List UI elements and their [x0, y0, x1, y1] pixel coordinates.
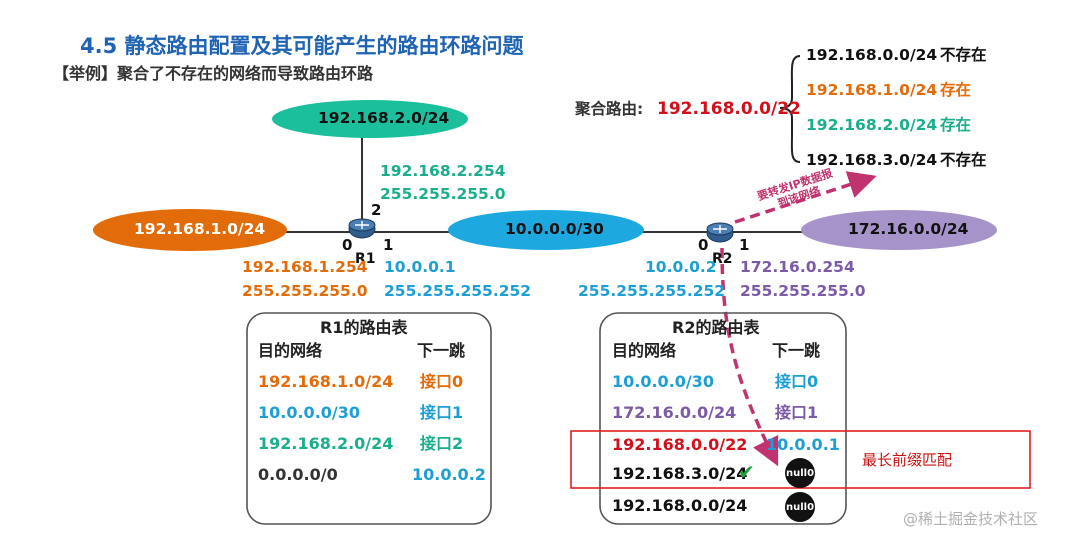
r2-row-dest: 192.168.0.0/22	[612, 435, 748, 454]
network-left-ellipse	[93, 209, 287, 251]
r1-if0-mask: 255.255.255.0	[242, 282, 368, 300]
r1-port-1: 1	[383, 236, 394, 254]
r1-if1-ip: 10.0.0.1	[384, 258, 456, 276]
aggregate-item-status: 不存在	[940, 151, 987, 169]
aggregate-item-net: 192.168.0.0/24	[806, 46, 938, 64]
aggregate-item-status: 存在	[940, 116, 972, 134]
page-title: 4.5 静态路由配置及其可能产生的路由环路问题	[80, 34, 524, 58]
r1-row-dest: 0.0.0.0/0	[258, 465, 338, 484]
r1-row-next: 接口0	[420, 372, 464, 391]
r1-if2-ip: 192.168.2.254	[380, 162, 506, 180]
r2-row-dest: 172.16.0.0/24	[612, 403, 737, 422]
r2-table-box	[599, 312, 847, 525]
page-subtitle: 【举例】聚合了不存在的网络而导致路由环路	[53, 64, 374, 83]
null0-icon: null0	[785, 492, 815, 522]
router-r1-icon	[348, 218, 376, 239]
r1-row-dest: 192.168.1.0/24	[258, 372, 394, 391]
aggregate-item-net: 192.168.2.0/24	[806, 116, 938, 134]
lpm-label: 最长前缀匹配	[862, 451, 953, 469]
r1-table-col-next: 下一跳	[417, 341, 466, 360]
r1-port-0: 0	[342, 236, 353, 254]
forward-arrow-down	[720, 247, 779, 467]
r2-row-next: 接口0	[775, 372, 819, 391]
aggregate-item-net: 192.168.3.0/24	[806, 151, 938, 169]
aggregate-bracket	[779, 55, 801, 163]
aggregate-label: 聚合路由:	[575, 100, 644, 118]
r1-row-dest: 192.168.2.0/24	[258, 434, 394, 453]
aggregate-item-status: 不存在	[940, 46, 987, 64]
network-top-ellipse	[272, 100, 468, 138]
r1-row-dest: 10.0.0.0/30	[258, 403, 361, 422]
r2-row-next: 10.0.0.1	[766, 435, 840, 454]
network-middle-label: 10.0.0.0/30	[505, 220, 604, 238]
r1-row-next: 接口1	[420, 403, 464, 422]
r1-port-2: 2	[371, 201, 382, 219]
r2-table-col-next: 下一跳	[772, 341, 821, 360]
watermark: @稀土掘金技术社区	[903, 510, 1039, 528]
r2-if1-mask: 255.255.255.0	[740, 282, 866, 300]
r1-table-col-dest: 目的网络	[258, 341, 323, 360]
r2-row-dest: 192.168.3.0/24	[612, 464, 748, 483]
network-left-label: 192.168.1.0/24	[134, 220, 266, 238]
aggregate-item-status: 存在	[940, 81, 972, 99]
r2-row-dest: 192.168.0.0/24	[612, 496, 748, 515]
lpm-highlight-box	[570, 430, 1031, 489]
r1-if1-mask: 255.255.255.252	[384, 282, 532, 300]
r1-if2-mask: 255.255.255.0	[380, 185, 506, 203]
network-right-ellipse	[801, 210, 997, 250]
r2-table-col-dest: 目的网络	[612, 341, 677, 360]
router-r1-name: R1	[355, 251, 376, 267]
network-top-label: 192.168.2.0/24	[318, 109, 450, 127]
r1-if0-ip: 192.168.1.254	[242, 258, 368, 276]
r1-row-next: 10.0.0.2	[412, 465, 486, 484]
r2-table-title: R2的路由表	[672, 318, 760, 337]
r2-port-0: 0	[698, 236, 709, 254]
r1-row-next: 接口2	[420, 434, 464, 453]
forward-arrow-up	[734, 171, 877, 224]
router-r2-name: R2	[712, 251, 733, 267]
r2-if0-ip: 10.0.0.2	[645, 258, 717, 276]
aggregate-route: 192.168.0.0/22	[657, 99, 801, 119]
null0-icon: null0	[785, 458, 815, 488]
aggregate-item-net: 192.168.1.0/24	[806, 81, 938, 99]
r2-if0-mask: 255.255.255.252	[578, 282, 726, 300]
r1-table-title: R1的路由表	[320, 318, 408, 337]
r2-row-dest: 10.0.0.0/30	[612, 372, 715, 391]
network-right-label: 172.16.0.0/24	[848, 220, 969, 238]
r2-row-next: 接口1	[775, 403, 819, 422]
checkmark-icon: ✔	[738, 460, 755, 484]
r2-port-1: 1	[739, 236, 750, 254]
network-middle-ellipse	[448, 210, 644, 250]
r2-if1-ip: 172.16.0.254	[740, 258, 855, 276]
r1-table-box	[246, 312, 492, 525]
router-r2-icon	[706, 222, 734, 243]
